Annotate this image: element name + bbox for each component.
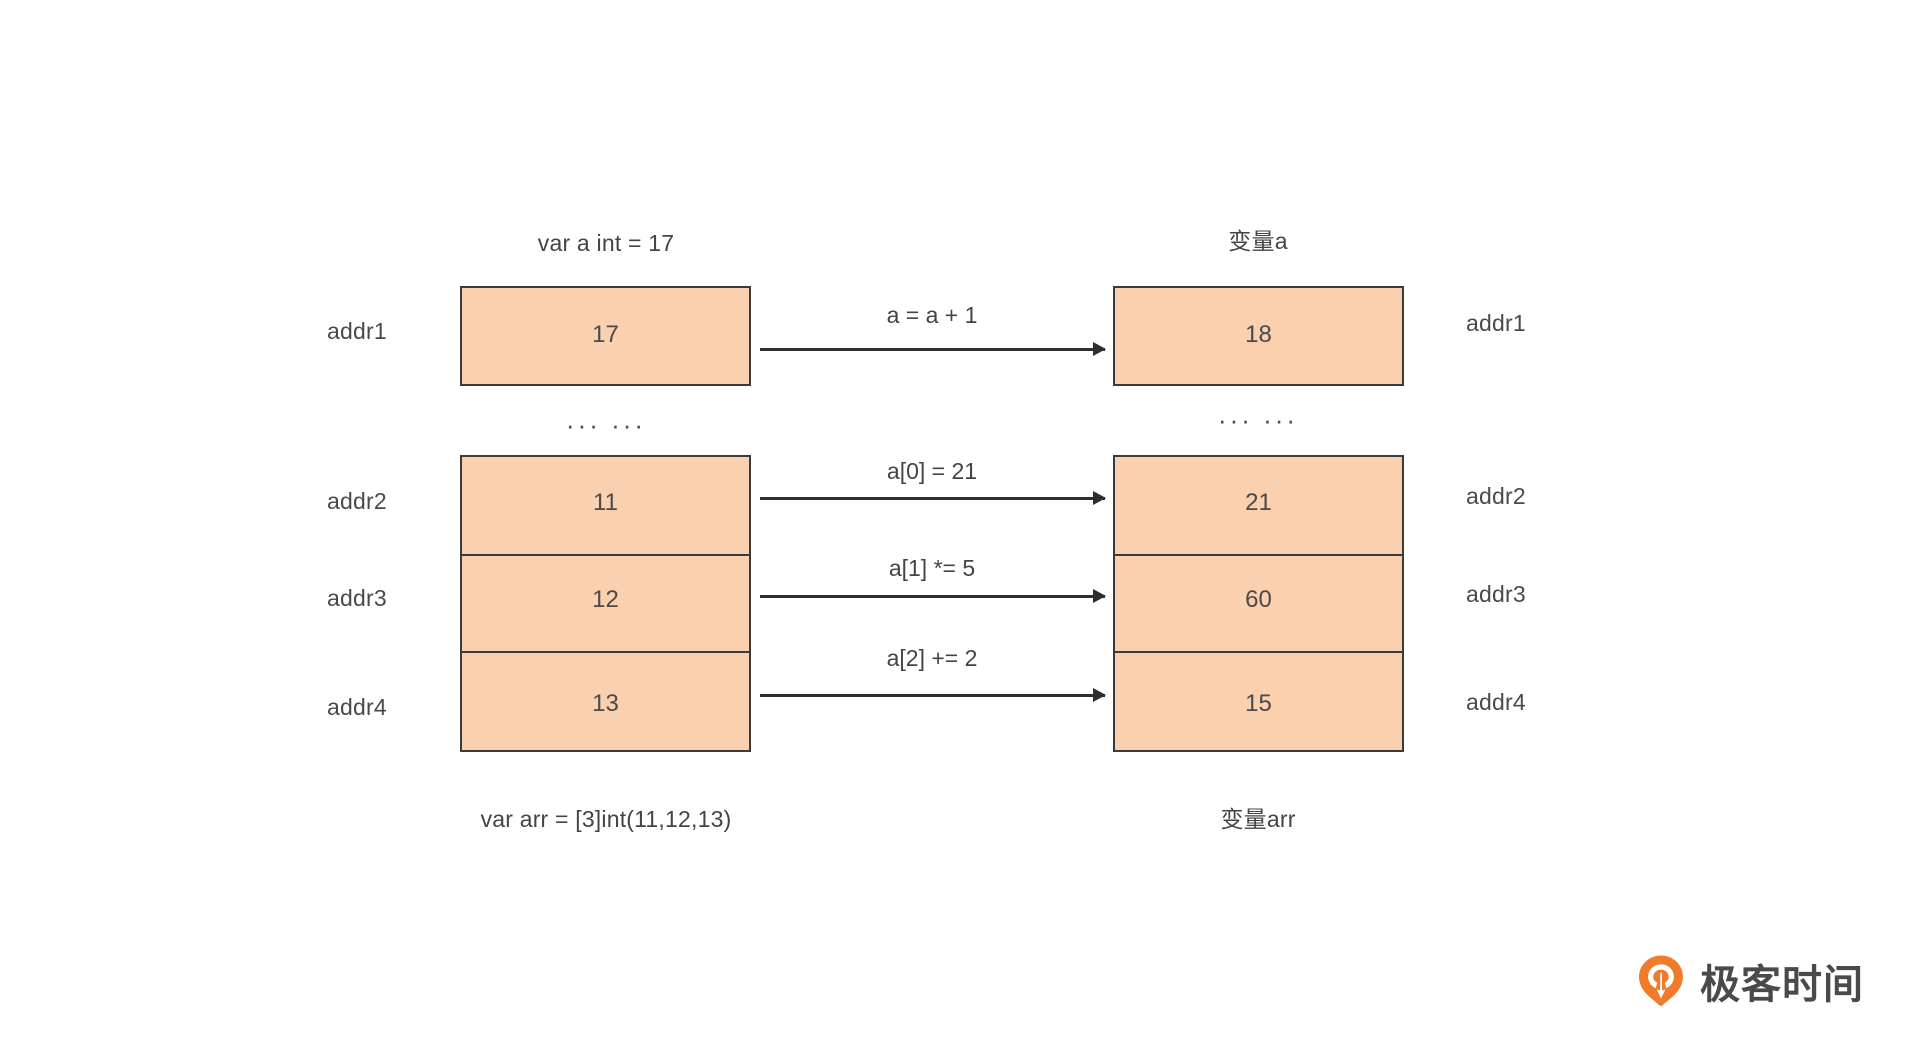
arrow-array-add-2	[760, 694, 1105, 697]
logo-text: 极客时间	[1700, 962, 1864, 1008]
left-array-title: var arr = [3]int(11,12,13)	[480, 806, 732, 832]
left-address-label-addr3: addr3	[327, 585, 387, 611]
left-ellipsis: ··· ···	[565, 410, 647, 440]
right-address-label-addr1: addr1	[1466, 310, 1526, 336]
right-array-cell-0: 21	[1115, 457, 1402, 554]
geekbang-logo: 极客时间	[1634, 952, 1864, 1010]
left-address-label-addr2: addr2	[327, 488, 387, 514]
arrow-label-array-assign-0: a[0] = 21	[886, 458, 978, 484]
right-address-label-addr4: addr4	[1466, 689, 1526, 715]
arrow-label-array-add-2: a[2] += 2	[886, 645, 978, 671]
arrow-array-multiply-1	[760, 595, 1105, 598]
left-array-value-2: 13	[592, 690, 619, 717]
right-array-value-1: 60	[1245, 586, 1272, 613]
geek-pin-icon	[1634, 954, 1688, 1008]
right-array-cell-2: 15	[1115, 651, 1402, 749]
right-ellipsis: ··· ···	[1217, 405, 1299, 435]
left-array-cell-1: 12	[462, 554, 749, 651]
left-array-cell-0: 11	[462, 457, 749, 554]
left-scalar-title: var a int = 17	[537, 230, 675, 256]
arrow-scalar-increment	[760, 348, 1105, 351]
right-scalar-title: 变量a	[1228, 228, 1288, 254]
right-scalar-box: 18	[1113, 286, 1404, 386]
right-array-value-2: 15	[1245, 690, 1272, 717]
right-array-value-0: 21	[1245, 489, 1272, 516]
left-scalar-value: 17	[592, 321, 619, 348]
right-array-cell-1: 60	[1115, 554, 1402, 651]
left-array-value-1: 12	[592, 586, 619, 613]
arrow-label-scalar-increment: a = a + 1	[886, 302, 978, 328]
right-address-label-addr3: addr3	[1466, 581, 1526, 607]
left-array-value-0: 11	[593, 489, 618, 516]
right-address-label-addr2: addr2	[1466, 483, 1526, 509]
right-scalar-value: 18	[1245, 321, 1272, 348]
left-array-stack: 11 12 13	[460, 455, 751, 752]
arrow-label-array-multiply-1: a[1] *= 5	[888, 555, 976, 581]
right-array-stack: 21 60 15	[1113, 455, 1404, 752]
right-array-title: 变量arr	[1220, 806, 1296, 832]
left-address-label-addr4: addr4	[327, 694, 387, 720]
left-scalar-box: 17	[460, 286, 751, 386]
left-address-label-addr1: addr1	[327, 318, 387, 344]
arrow-array-assign-0	[760, 497, 1105, 500]
left-array-cell-2: 13	[462, 651, 749, 749]
